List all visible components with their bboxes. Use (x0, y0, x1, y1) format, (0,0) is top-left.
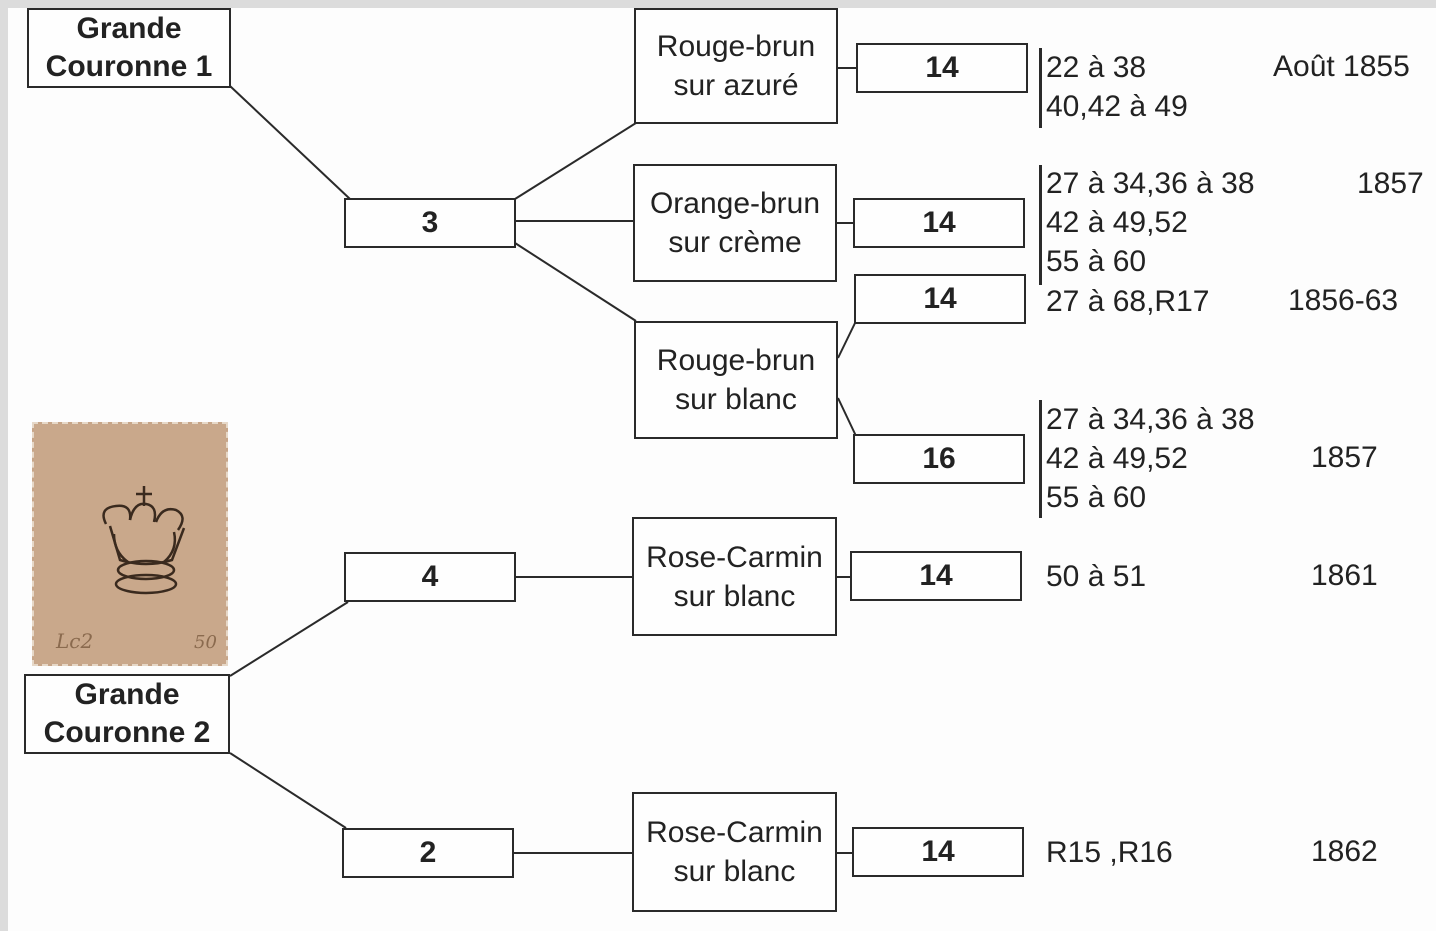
perforation-box-p6: 14 (852, 827, 1024, 877)
reference-line: 42 à 49,52 (1046, 206, 1188, 239)
group-label: 4 (421, 560, 439, 593)
connector-lines (229, 67, 858, 854)
reference-line: 22 à 38 (1046, 51, 1147, 84)
reference-line: 27 à 34,36 à 38 (1046, 403, 1255, 436)
stamp-handwriting-left: Lc2 (55, 629, 93, 653)
link-g3-c3 (514, 242, 637, 322)
bracket-r2 (1039, 165, 1042, 285)
perforation-label: 14 (921, 835, 955, 868)
link-c3-p4 (837, 397, 857, 437)
date-r4: 1857 (1311, 441, 1378, 474)
perforation-label: 14 (925, 51, 959, 84)
group-box-3: 3 (344, 198, 516, 248)
bracket-r1 (1039, 48, 1042, 128)
group-label: 2 (419, 836, 437, 869)
color-box-rose-carmin-blanc-1: Rose-Carmin sur blanc (632, 517, 837, 636)
perforation-box-p3: 14 (854, 274, 1026, 324)
color-box-rouge-brun-azure: Rouge-brun sur azuré (634, 8, 838, 124)
perforation-label: 14 (919, 559, 953, 592)
perforation-label: 14 (922, 206, 956, 239)
reference-line: 55 à 60 (1046, 245, 1147, 278)
color-label: Rose-Carmin (646, 540, 823, 574)
date-r6: 1862 (1311, 835, 1378, 868)
perforation-box-p1: 14 (856, 43, 1028, 93)
reference-line: 42 à 49,52 (1046, 442, 1188, 475)
color-box-orange-brun-creme: Orange-brun sur crème (633, 164, 837, 282)
bracket-r4 (1039, 400, 1042, 518)
color-label: sur blanc (673, 855, 796, 888)
reference-r4: 27 à 34,36 à 38 42 à 49,52 55 à 60 (1046, 400, 1255, 517)
color-box-rose-carmin-blanc-2: Rose-Carmin sur blanc (632, 792, 837, 912)
color-label: Rouge-brun (656, 30, 816, 63)
reference-line: 50 à 51 (1046, 560, 1147, 593)
diagram-page: Grande Couronne 1 Grande Couronne 2 3 4 … (8, 8, 1436, 931)
link-g3-c1 (514, 122, 637, 200)
perforation-box-p5: 14 (850, 551, 1022, 601)
perforation-box-p2: 14 (853, 198, 1025, 248)
color-box-rouge-brun-blanc: Rouge-brun sur blanc (634, 321, 838, 439)
stamp-image: Lc2 50 (32, 422, 228, 666)
reference-line: 27 à 68,R17 (1046, 285, 1210, 318)
color-label: Rose-Carmin (646, 816, 823, 849)
group-label: 3 (421, 206, 439, 239)
color-label: Orange-brun (649, 187, 821, 220)
reference-line: R15 ,R16 (1046, 836, 1173, 869)
link-gc2-g2 (229, 752, 347, 829)
watermark-box-gc1: Grande Couronne 1 (27, 8, 231, 88)
color-label: sur blanc (675, 383, 797, 416)
group-box-4: 4 (344, 552, 516, 602)
reference-r3: 27 à 68,R17 (1046, 282, 1209, 321)
reference-r1: 22 à 38 40,42 à 49 (1046, 48, 1188, 126)
reference-r6: R15 ,R16 (1046, 833, 1173, 872)
reference-line: 27 à 34,36 à 38 (1046, 167, 1255, 200)
date-r5: 1861 (1311, 559, 1378, 592)
link-gc2-g4 (229, 601, 349, 677)
color-label: Rouge-brun (656, 344, 816, 377)
link-gc1-g3 (229, 85, 351, 200)
watermark-label: Grande (76, 12, 182, 45)
group-box-2: 2 (342, 828, 514, 878)
link-c3-p3 (837, 320, 857, 359)
reference-line: 40,42 à 49 (1046, 90, 1188, 123)
date-r1: Août 1855 (1273, 50, 1410, 83)
date-r3: 1856-63 (1288, 284, 1399, 317)
watermark-label: Grande (74, 678, 180, 711)
watermark-box-gc2: Grande Couronne 2 (24, 674, 230, 754)
perforation-label: 14 (923, 282, 957, 315)
watermark-label: Couronne 2 (43, 716, 211, 749)
crown-icon: Lc2 50 (34, 424, 226, 664)
perforation-box-p4: 16 (853, 434, 1025, 484)
color-label: sur blanc (673, 579, 796, 613)
date-r2: 1857 (1357, 167, 1424, 200)
perforation-label: 16 (922, 442, 956, 475)
watermark-label: Couronne 1 (45, 50, 213, 83)
stamp-handwriting-right: 50 (194, 632, 217, 653)
color-label: sur crème (668, 226, 802, 259)
reference-line: 55 à 60 (1046, 481, 1147, 514)
reference-r5: 50 à 51 (1046, 557, 1146, 596)
reference-r2: 27 à 34,36 à 38 42 à 49,52 55 à 60 (1046, 164, 1255, 281)
color-label: sur azuré (673, 69, 799, 102)
